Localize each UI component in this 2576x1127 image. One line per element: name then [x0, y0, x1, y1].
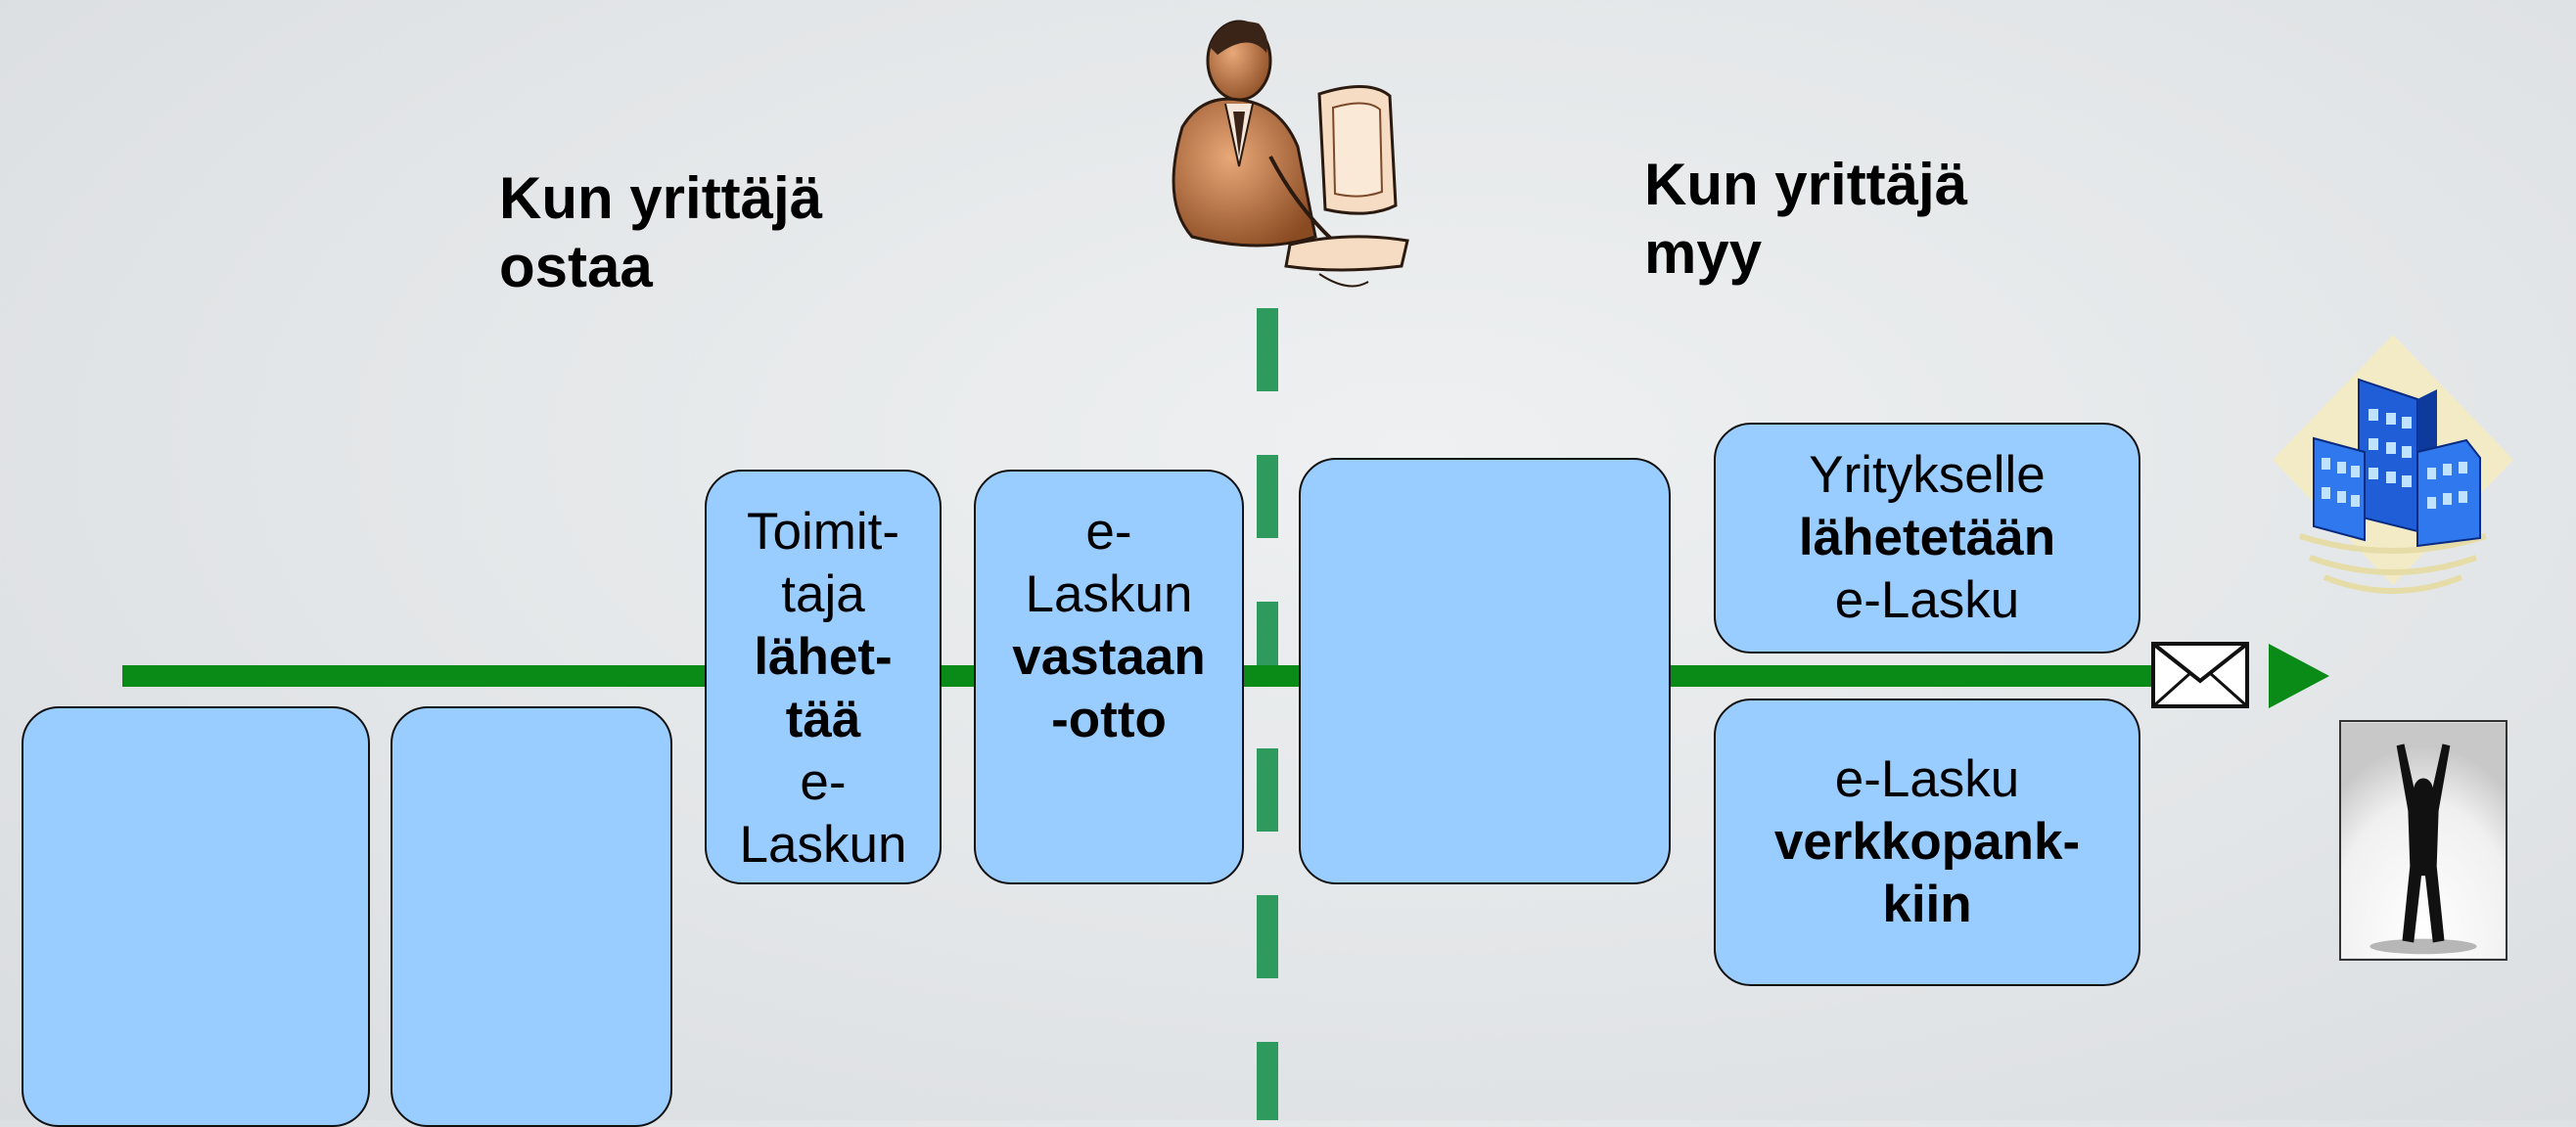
box-label-line: Toimit-: [746, 503, 900, 561]
heading-sell-line-2: myy: [1644, 220, 1763, 286]
box-label-line: e-Lasku: [1834, 750, 2020, 808]
empty-box-1: [22, 706, 370, 1127]
person-at-computer-icon: [1172, 20, 1409, 288]
box-label-line: -otto: [1051, 691, 1167, 748]
box-label-line: Laskun: [1025, 565, 1193, 623]
box-label-line: vastaan: [1012, 628, 1206, 686]
empty-box-2: [391, 706, 672, 1127]
buy-sell-divider: [1257, 308, 1278, 1120]
box-label-line: lähet-: [754, 628, 893, 686]
box-label-line: Laskun: [739, 816, 907, 874]
heading-when-selling: Kun yrittäjä myy: [1644, 151, 1967, 288]
empty-box-center: [1299, 458, 1671, 884]
office-building-icon: [2273, 335, 2513, 594]
box-label-line: e-Lasku: [1834, 571, 2020, 629]
heading-buy-line-1: Kun yrittäjä: [499, 165, 823, 231]
box-label-line: taja: [781, 565, 865, 623]
box-label-line: e-: [800, 753, 847, 811]
person-arms-raised-photo: [2339, 720, 2507, 961]
box-label-line: Yritykselle: [1809, 446, 2046, 504]
heading-when-buying: Kun yrittäjä ostaa: [499, 164, 822, 301]
box-label-line: e-: [1085, 503, 1132, 561]
box-label-line: verkkopank-: [1773, 813, 2081, 871]
heading-buy-line-2: ostaa: [499, 234, 653, 299]
heading-sell-line-1: Kun yrittäjä: [1644, 152, 1968, 217]
box-label-line: kiin: [1882, 876, 1972, 933]
box-label-line: lähetetään: [1798, 509, 2056, 566]
envelope-icon: [2151, 642, 2249, 708]
flow-arrow-head: [2269, 644, 2329, 708]
box-label-line: tää: [785, 691, 861, 748]
